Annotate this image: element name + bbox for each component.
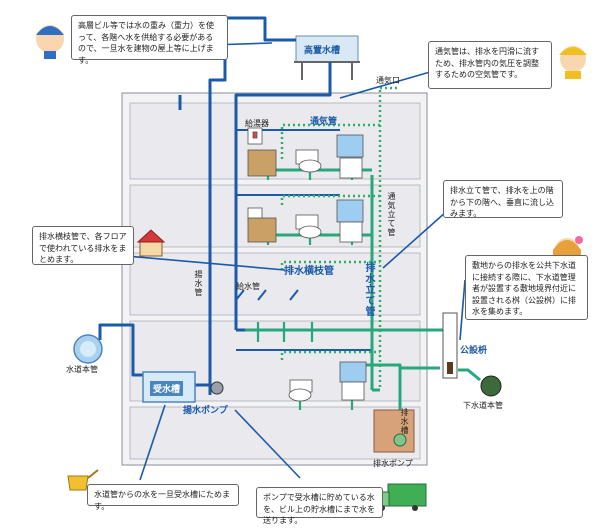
worker-character-yellow xyxy=(559,46,587,79)
supply-pipe-label: 給水管 xyxy=(236,282,260,291)
drain-stack-label: 排水立て管 xyxy=(363,262,374,317)
water-heater-label: 給湯器 xyxy=(245,119,269,128)
lift-pump-label: 揚水ポンプ xyxy=(183,406,228,416)
sewer-main-label: 下水道本管 xyxy=(463,401,503,410)
worker-character-blue xyxy=(36,25,64,59)
water-main-label: 水道本管 xyxy=(66,365,98,374)
callout-vent-pipe: 通気管は、排水を円滑に流すため、排水管内の気圧を調整するための空気管です。 xyxy=(428,41,552,89)
callout-public-basin: 敷地からの排水を公共下水道に接続する際に、下水道管理者が設置する敷地境界付近に設… xyxy=(465,255,588,320)
callout-elevated-tank: 高層ビル等では水の重み（重力）を使って、各階へ水を供給する必要があるので、一旦水… xyxy=(71,15,228,65)
public-basin-label: 公設枡 xyxy=(460,346,488,356)
lift-pipe-label: 揚水管 xyxy=(194,270,203,297)
callout-drain-branch: 排水横枝管で、各フロアで使われている排水をまとめます。 xyxy=(32,226,134,265)
drain-branch-label: 排水横枝管 xyxy=(284,266,334,277)
callout-drain-stack: 排水立て管で、排水を上の階から下の階へ、垂直に流し込みます。 xyxy=(443,180,563,218)
vent-stack-label: 通気立て管 xyxy=(387,192,396,237)
callout-lift-pump: ポンプで受水槽に貯めている水を、ビル上の貯水槽にまで水を送ります。 xyxy=(256,487,383,525)
vent-pipe-label: 通気管 xyxy=(310,117,338,127)
drain-pit-label: 排水槽 xyxy=(400,408,409,435)
drain-pump-label: 排水ポンプ xyxy=(373,459,413,468)
vent-outlet-label: 通気口 xyxy=(376,76,400,85)
receiving-tank-label: 受水槽 xyxy=(150,381,184,396)
callout-receiving-tank: 水道管からの水を一旦受水槽にためます。 xyxy=(87,484,239,511)
elevated-tank-label: 高置水槽 xyxy=(304,46,341,56)
